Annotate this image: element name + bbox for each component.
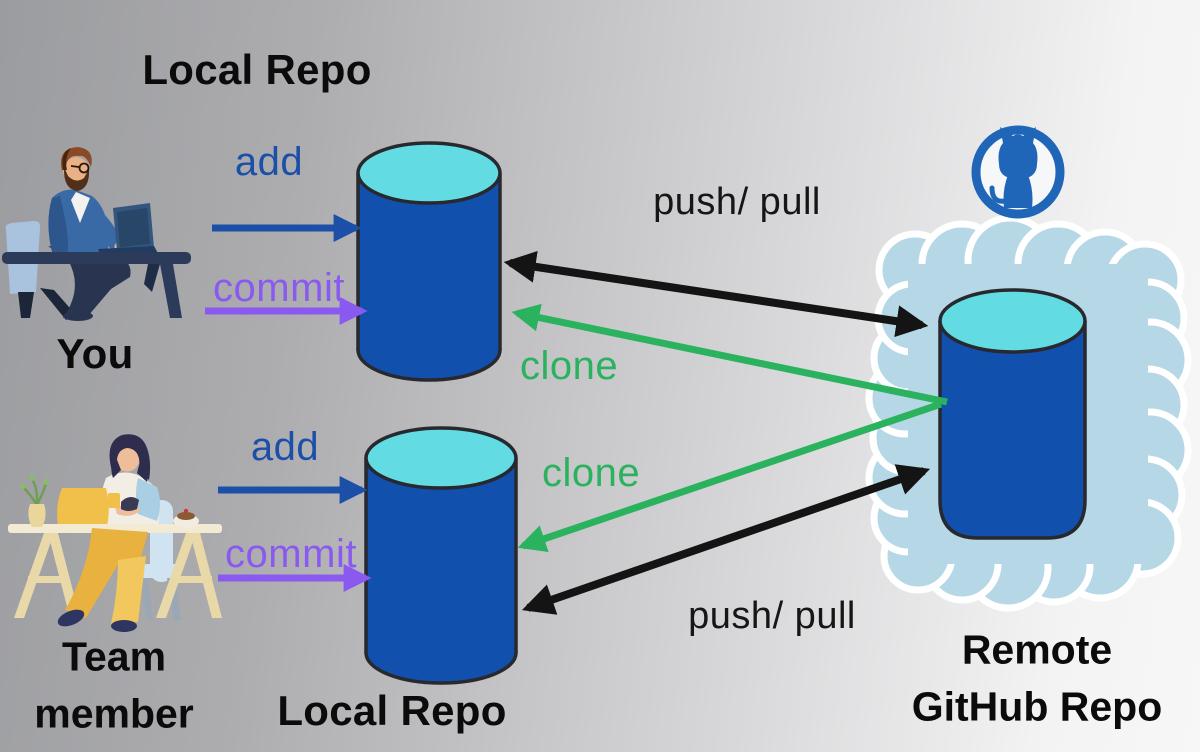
title-local-repo-bottom: Local Repo <box>277 686 507 734</box>
label-remote-line1: Remote <box>961 626 1113 673</box>
label-remote-line2: GitHub Repo <box>911 683 1163 729</box>
github-octocat-icon <box>971 125 1065 219</box>
label-push-pull-bottom: push/ pull <box>688 595 856 638</box>
arrow-clone-top <box>511 303 948 406</box>
cylinder-local-repo-team <box>364 426 518 685</box>
label-clone-top: clone <box>519 344 619 388</box>
cylinder-remote-github-repo <box>938 288 1087 540</box>
person-you-illustration <box>2 147 191 321</box>
label-team-member: Team member <box>34 628 194 741</box>
label-commit-bottom: commit <box>225 532 357 576</box>
label-add-bottom: add <box>250 425 320 469</box>
label-team-member-line2: member <box>34 690 194 736</box>
arrow-push-pull-bottom <box>521 464 931 615</box>
arrow-push-pull-top <box>503 250 929 338</box>
person-team-member-illustration <box>8 434 222 632</box>
label-push-pull-top: push/ pull <box>653 181 821 224</box>
label-remote-github-repo: Remote GitHub Repo <box>912 621 1163 734</box>
label-add-top: add <box>234 140 304 184</box>
label-clone-bottom: clone <box>541 451 641 495</box>
cylinder-local-repo-you <box>356 141 502 382</box>
label-commit-top: commit <box>213 266 345 310</box>
title-local-repo-top: Local Repo <box>142 45 372 93</box>
label-team-member-line1: Team <box>61 633 167 680</box>
label-you: You <box>56 329 134 377</box>
